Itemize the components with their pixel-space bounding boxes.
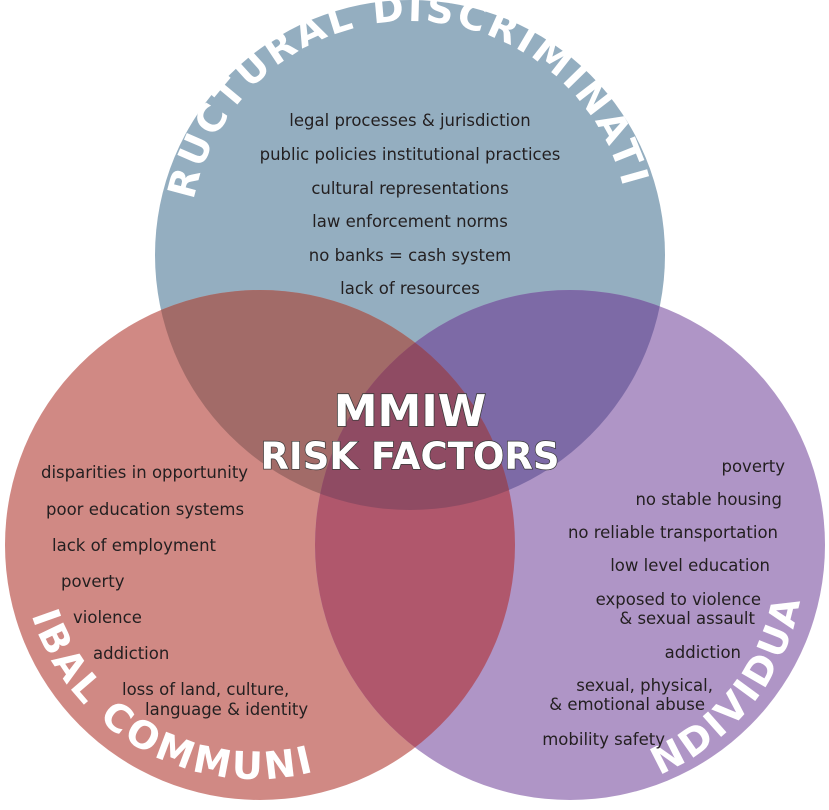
tribal-item: violence	[73, 608, 142, 627]
tribal-item: lack of employment	[52, 536, 217, 555]
tribal-item: loss of land, culture,	[122, 680, 289, 699]
center-subtitle: RISK FACTORS	[260, 435, 559, 478]
individual-item: no stable housing	[635, 490, 782, 509]
individual-items: poverty no stable housing no reliable tr…	[542, 457, 785, 749]
tribal-items: disparities in opportunity poor educatio…	[41, 463, 308, 719]
structural-items: legal processes & jurisdiction public po…	[260, 111, 561, 298]
individual-item: low level education	[610, 556, 770, 575]
tribal-item: language & identity	[145, 700, 308, 719]
individual-item: addiction	[665, 643, 741, 662]
individual-item: sexual, physical,	[576, 676, 713, 695]
individual-item: & sexual assault	[619, 609, 755, 628]
individual-item: no reliable transportation	[568, 523, 778, 542]
individual-item: poverty	[721, 457, 785, 476]
structural-item: legal processes & jurisdiction	[289, 111, 530, 130]
tribal-item: addiction	[93, 644, 169, 663]
center-title: MMIW	[334, 386, 486, 437]
structural-item: lack of resources	[340, 279, 480, 298]
tribal-item: disparities in opportunity	[41, 463, 248, 482]
structural-item: law enforcement norms	[312, 212, 508, 231]
tribal-item: poor education systems	[46, 500, 244, 519]
individual-item: mobility safety	[542, 730, 665, 749]
overlap-all	[315, 290, 515, 510]
structural-item: public policies institutional practices	[260, 145, 561, 164]
structural-item: no banks = cash system	[309, 246, 511, 265]
tribal-item: poverty	[61, 572, 125, 591]
individual-item: & emotional abuse	[549, 695, 705, 714]
structural-item: cultural representations	[311, 179, 508, 198]
individual-item: exposed to violence	[596, 590, 761, 609]
